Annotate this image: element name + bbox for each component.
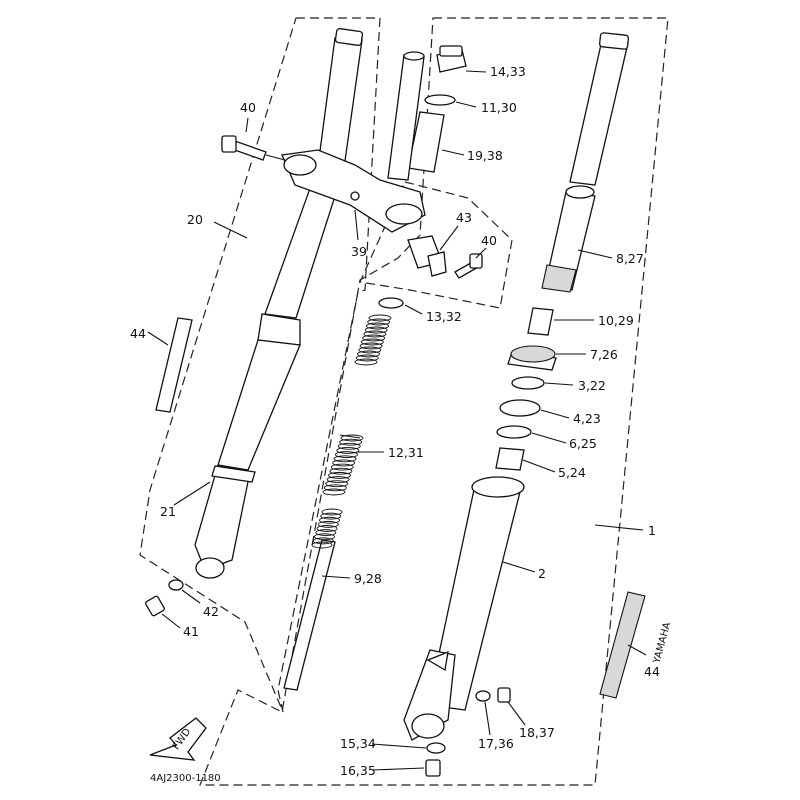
spring-upper-coil <box>354 314 392 366</box>
outer-tube-2 <box>403 476 525 741</box>
washer-42 <box>168 579 184 591</box>
washer-15 <box>426 742 446 754</box>
bolt-41 <box>145 595 165 617</box>
damper-rod-9 <box>283 539 336 691</box>
callout-18-37: 18,37 <box>519 725 555 740</box>
callout-6-25: 6,25 <box>569 436 597 451</box>
spring-12-coil <box>322 434 364 496</box>
callout-44-right: 44 <box>644 664 660 679</box>
leader-lines <box>147 70 647 771</box>
o-ring-11 <box>424 94 456 106</box>
bracket-boundary <box>359 181 513 309</box>
decal-text: YAMAHA <box>651 621 673 666</box>
washer-43 <box>427 251 447 277</box>
callout-2: 2 <box>538 566 546 581</box>
callout-7-26: 7,26 <box>590 347 618 362</box>
right-inner-tube <box>541 32 630 293</box>
callout-12-31: 12,31 <box>388 445 424 460</box>
callout-10-29: 10,29 <box>598 313 634 328</box>
bolt-16 <box>425 759 441 777</box>
callout-13-32: 13,32 <box>426 309 462 324</box>
callout-16-35: 16,35 <box>340 763 376 778</box>
bushing-7 <box>507 345 557 371</box>
spring-lower-coil <box>311 508 343 549</box>
bolt-40-upper <box>221 135 267 161</box>
callout-40-top: 40 <box>240 100 256 115</box>
left-fork-tube <box>194 27 364 579</box>
callout-19-38: 19,38 <box>467 148 503 163</box>
drawing-code: 4AJ2300-1180 <box>150 773 221 784</box>
decal-44-left <box>155 317 193 413</box>
oil-seal-4 <box>499 399 541 417</box>
callout-39: 39 <box>351 244 367 259</box>
cap-bolt-14 <box>436 45 467 73</box>
callout-43: 43 <box>456 210 472 225</box>
callout-20: 20 <box>187 212 203 227</box>
callout-5-24: 5,24 <box>558 465 586 480</box>
callout-3-22: 3,22 <box>578 378 606 393</box>
fwd-arrow <box>149 717 207 761</box>
washer-3 <box>511 376 545 390</box>
callout-17-36: 17,36 <box>478 736 514 751</box>
bolt-18 <box>497 687 511 703</box>
callout-4-23: 4,23 <box>573 411 601 426</box>
callout-42: 42 <box>203 604 219 619</box>
clip-6 <box>496 425 532 439</box>
callout-11-30: 11,30 <box>481 100 517 115</box>
callout-14-33: 14,33 <box>490 64 526 79</box>
callout-9-28: 9,28 <box>354 571 382 586</box>
callout-40-mid: 40 <box>481 233 497 248</box>
callout-15-34: 15,34 <box>340 736 376 751</box>
dust-seal-5 <box>495 447 525 471</box>
callout-21: 21 <box>160 504 176 519</box>
callout-8-27: 8,27 <box>616 251 644 266</box>
washer-17 <box>475 690 491 702</box>
callout-44-left: 44 <box>130 326 146 341</box>
bolt-40-mid <box>454 253 483 279</box>
callout-41: 41 <box>183 624 199 639</box>
decal-44-right <box>599 591 646 699</box>
callout-labels: 14,33 11,30 19,38 40 20 39 43 40 8,27 13… <box>130 64 660 778</box>
washer-13 <box>378 297 404 309</box>
bushing-10 <box>527 307 554 336</box>
right-assembly-boundary <box>199 17 669 786</box>
callout-1: 1 <box>648 523 656 538</box>
